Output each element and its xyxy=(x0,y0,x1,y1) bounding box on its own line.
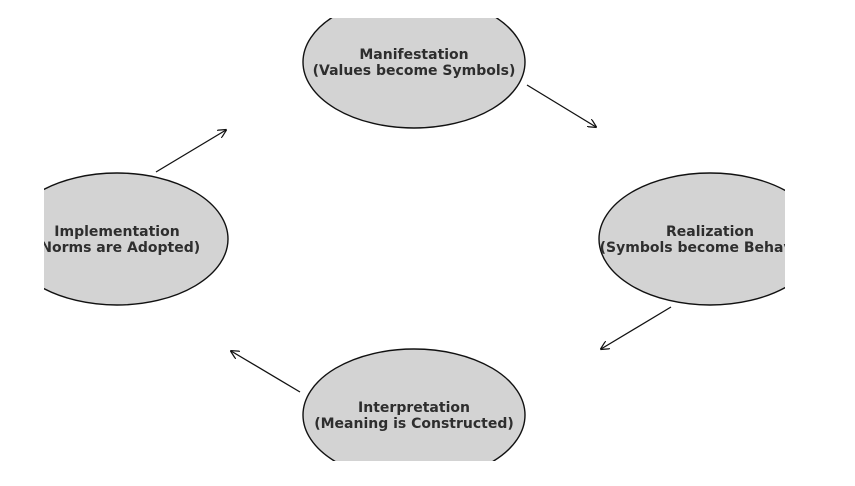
node-manifestation-subtitle: (Values become Symbols) xyxy=(313,63,516,79)
node-implementation-ellipse xyxy=(44,172,229,306)
arrow-realization-to-interpretation xyxy=(601,306,672,349)
nodes-layer: Manifestation(Values become Symbols) Real… xyxy=(34,18,821,461)
node-implementation-subtitle: (Norms are Adopted) xyxy=(34,240,200,256)
node-implementation: Implementation(Norms are Adopted) xyxy=(34,172,229,306)
node-manifestation: Manifestation(Values become Symbols) xyxy=(302,18,526,129)
node-realization-ellipse xyxy=(598,172,785,306)
node-implementation-title: Implementation xyxy=(54,224,179,240)
edges-layer xyxy=(155,84,672,393)
node-interpretation: Interpretation(Meaning is Constructed) xyxy=(302,348,526,461)
node-manifestation-title: Manifestation xyxy=(359,47,468,63)
arrow-manifestation-to-realization xyxy=(526,84,596,127)
node-realization-subtitle: (Symbols become Behavior) xyxy=(600,240,821,256)
node-realization: Realization(Symbols become Behavior) xyxy=(598,172,821,306)
node-interpretation-subtitle: (Meaning is Constructed) xyxy=(314,416,514,432)
node-interpretation-ellipse xyxy=(302,348,526,461)
arrow-implementation-to-manifestation xyxy=(155,130,226,173)
arrow-interpretation-to-implementation xyxy=(231,351,301,393)
node-interpretation-title: Interpretation xyxy=(358,400,470,416)
node-manifestation-ellipse xyxy=(302,18,526,129)
node-realization-title: Realization xyxy=(666,224,754,240)
